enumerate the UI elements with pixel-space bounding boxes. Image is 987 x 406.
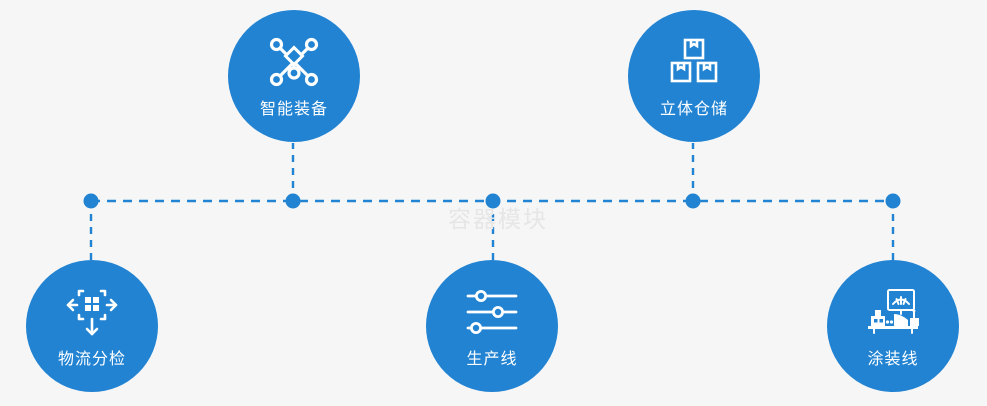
node-production-line[interactable]: 生产线 <box>426 260 558 392</box>
node-label: 智能装备 <box>259 99 328 118</box>
node-warehouse[interactable]: 立体仓储 <box>628 10 760 142</box>
node-logistics-sorting[interactable]: 物流分检 <box>26 260 158 392</box>
node-smart-equipment[interactable]: 智能装备 <box>228 10 360 142</box>
node-label: 生产线 <box>466 349 518 368</box>
sorting-arrows-icon <box>63 283 121 341</box>
watermark-text: 容器模块 <box>448 207 548 233</box>
bus-node-dot <box>83 193 99 209</box>
stacked-boxes-icon <box>665 33 723 91</box>
bus-node-dot <box>885 193 901 209</box>
node-label: 立体仓储 <box>659 99 728 118</box>
node-painting-line[interactable]: 涂装线 <box>827 260 959 392</box>
sliders-icon <box>463 283 521 341</box>
bus-node-dot <box>285 193 301 209</box>
node-label: 涂装线 <box>867 349 919 368</box>
bus-node-dot <box>685 193 701 209</box>
network-nodes-icon <box>265 33 323 91</box>
node-label: 物流分检 <box>57 349 126 368</box>
paint-booth-icon <box>864 283 922 341</box>
